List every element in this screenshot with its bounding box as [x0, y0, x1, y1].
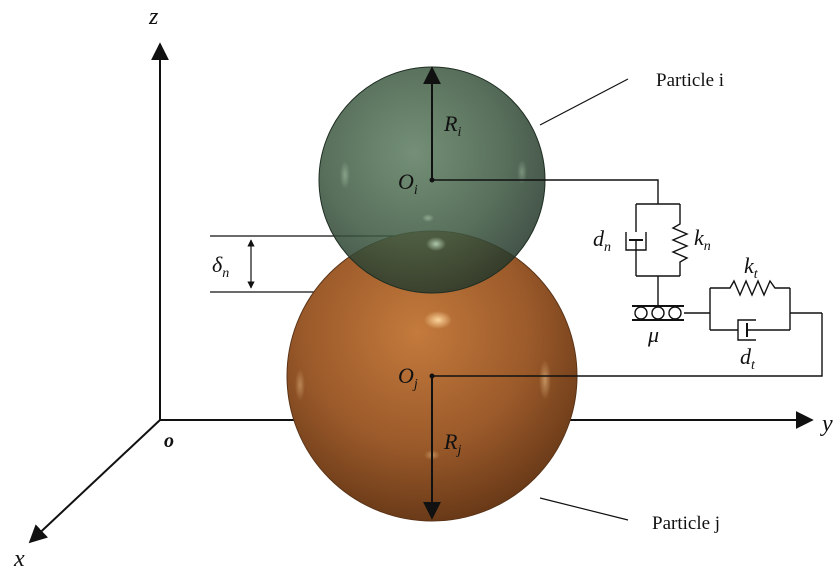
x-axis-label: x: [13, 546, 25, 572]
origin-label: o: [164, 430, 174, 452]
particle-j-highlight: [424, 311, 452, 329]
particle-j-label: Particle j: [652, 513, 720, 534]
particle-i-leader: [539, 78, 629, 126]
particle-i-highlight: [426, 237, 446, 251]
center-i-label: Oi: [398, 169, 418, 198]
normal-damper-label: dn: [593, 226, 611, 255]
tangential-spring-label: kt: [744, 253, 759, 282]
radius-i-label: Ri: [443, 111, 461, 140]
contact-model: [432, 179, 823, 377]
z-axis-label: z: [148, 4, 159, 30]
friction-label: μ: [647, 322, 659, 347]
friction-roller: [634, 306, 648, 320]
x-axis: [28, 419, 161, 544]
center-j-label: Oj: [398, 363, 418, 392]
particle-j-leader: [539, 497, 629, 521]
radius-j-label: Rj: [443, 429, 461, 458]
y-axis-label: y: [820, 411, 833, 437]
particle-i-label: Particle i: [656, 70, 724, 91]
tangential-spring: [710, 279, 790, 297]
normal-spring-label: kn: [694, 225, 711, 254]
tangential-damper-label: dt: [740, 344, 756, 373]
tangential-damper: [737, 319, 756, 341]
overlap-label: δn: [212, 252, 229, 281]
normal-spring: [671, 204, 689, 276]
